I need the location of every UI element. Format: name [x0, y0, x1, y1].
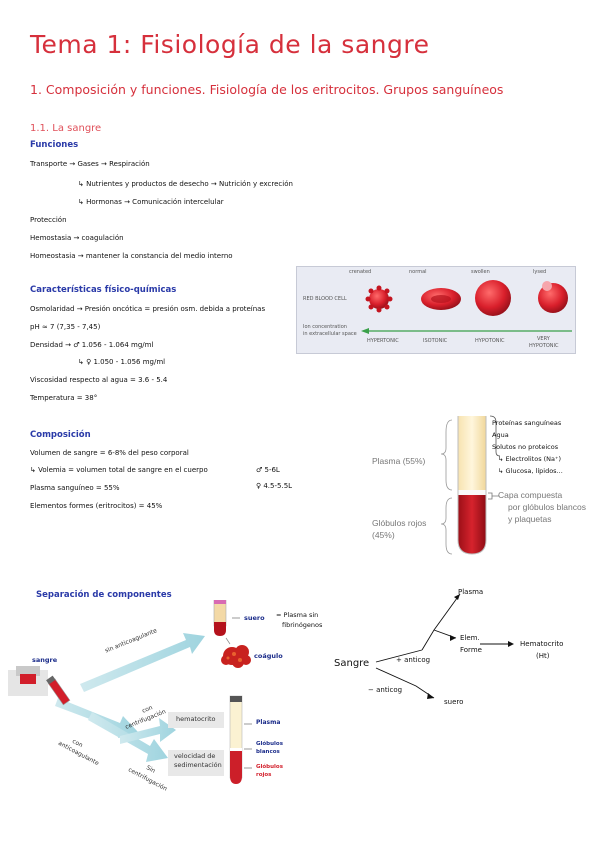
mindmap-hematocrito-2: (Ht)	[536, 652, 550, 660]
suero-label: suero	[244, 614, 265, 622]
funcion-nutrientes: ↳ Nutrientes y productos de desecho → Nu…	[78, 180, 293, 188]
tube-globulos-blancos-1: Glóbulos	[256, 741, 283, 747]
plasma-note-proteinas: Proteínas sanguíneas	[492, 419, 562, 427]
tonicity-very: VERY	[537, 336, 550, 342]
funcion-proteccion: Protección	[30, 216, 67, 224]
buffy-coat-label-1: Capa compuesta	[498, 490, 563, 500]
sangre-label: sangre	[32, 656, 58, 664]
buffy-coat-label-2: por glóbulos blancos	[508, 502, 586, 512]
comp-volemia: ↳ Volemia = volumen total de sangre en e…	[30, 466, 208, 474]
rbc-state-lysed: lysed	[533, 269, 547, 275]
rbc-tonicity-figure: crenated normal swollen lysed RED BLOOD …	[296, 266, 576, 354]
tube-globulos-blancos-2: blancos	[256, 749, 280, 755]
caract-temperatura: Temperatura = 38°	[30, 394, 98, 402]
separacion-heading: Separación de componentes	[36, 590, 172, 600]
suero-note-2: fibrinógenos	[282, 621, 323, 629]
tube-globulos-rojos-1: Glóbulos	[256, 764, 283, 770]
plasma-note-solutos: Solutos no proteicos	[492, 443, 559, 451]
suero-note-1: = Plasma sin	[276, 611, 319, 619]
comp-elementos: Elementos formes (eritrocitos) = 45%	[30, 502, 163, 510]
funcion-hemostasia: Hemostasia → coagulación	[30, 234, 124, 242]
coagulo-label: coágulo	[254, 652, 283, 660]
composicion-heading: Composición	[30, 430, 91, 440]
mindmap-plasma: Plasma	[458, 588, 484, 596]
mindmap-minus-anticog: − anticog	[368, 686, 403, 694]
tonicity-hypertonic: HYPERTONIC	[367, 338, 399, 344]
rbc-axis-label-1: Ion concentration	[303, 324, 347, 330]
plasma-note-electrolitos: ↳ Electrolitos (Na⁺)	[498, 455, 561, 463]
caract-densidad-female: ↳ ♀ 1.050 - 1.056 mg/ml	[78, 358, 166, 366]
tube-plasma-text: Plasma	[256, 719, 281, 726]
caract-ph: pH ≈ 7 (7,35 - 7,45)	[30, 323, 101, 331]
tube-cells-label-2: (45%)	[372, 530, 395, 540]
caracteristicas-heading: Características físico-químicas	[30, 285, 177, 295]
buffy-coat-label-3: y plaquetas	[508, 514, 552, 524]
tube-cells-label-1: Glóbulos rojos	[372, 518, 427, 528]
section-heading: 1.1. La sangre	[30, 123, 102, 134]
buffy-bracket-icon	[488, 492, 499, 500]
mindmap-elem-2: Forme	[460, 646, 482, 654]
mindmap-plus-anticog: + anticog	[396, 656, 431, 664]
rbc-cells-illustration	[361, 280, 572, 334]
mindmap-lines	[375, 593, 514, 699]
mindmap-suero: suero	[444, 698, 464, 706]
tonicity-very-hypotonic: HYPOTONIC	[529, 343, 559, 349]
funcion-homeostasia: Homeostasia → mantener la constancia del…	[30, 252, 233, 260]
rbc-row-label: RED BLOOD CELL	[303, 296, 347, 302]
funciones-heading: Funciones	[30, 140, 79, 150]
rbc-state-swollen: swollen	[471, 269, 490, 275]
comp-volemia-male: ♂ 5-6L	[256, 466, 280, 474]
page-subtitle: 1. Composición y funciones. Fisiología d…	[30, 82, 504, 97]
mindmap-hematocrito-1: Hematocrito	[520, 640, 564, 648]
separation-diagram	[8, 600, 252, 784]
funcion-transporte: Transporte → Gases → Respiración	[30, 160, 150, 168]
tube-plasma-label: Plasma (55%)	[372, 456, 426, 466]
comp-volemia-female: ♀ 4.5-5.5L	[256, 482, 293, 490]
hematocrito-box-label: hematocrito	[176, 715, 216, 723]
rbc-state-normal: normal	[409, 269, 427, 275]
caract-viscosidad: Viscosidad respecto al agua = 3.6 - 5.4	[30, 376, 168, 384]
comp-plasma: Plasma sanguíneo = 55%	[30, 484, 120, 492]
velocidad-label-1: velocidad de	[174, 752, 216, 760]
plasma-note-agua: Agua	[492, 431, 509, 439]
blood-tube-illustration	[440, 415, 500, 555]
rbc-axis-label-2: in extracellular space	[303, 331, 357, 337]
funcion-hormonas: ↳ Hormonas → Comunicación intercelular	[78, 198, 224, 206]
plasma-note-glucosa: ↳ Glucosa, lípidos...	[498, 467, 563, 475]
rbc-state-crenated: crenated	[349, 269, 372, 275]
tonicity-hypotonic: HYPOTONIC	[475, 338, 505, 344]
tonicity-isotonic: ISOTONIC	[423, 338, 448, 344]
comp-volumen: Volumen de sangre = 6-8% del peso corpor…	[30, 449, 189, 457]
mindmap-root: Sangre	[334, 658, 370, 669]
caract-densidad-male: Densidad → ♂ 1.056 - 1.064 mg/ml	[30, 341, 154, 349]
tube-globulos-rojos-2: rojos	[256, 772, 272, 778]
velocidad-label-2: sedimentación	[174, 761, 222, 769]
mindmap-elem-1: Elem.	[460, 634, 480, 642]
caract-osmolaridad: Osmolaridad → Presión oncótica = presión…	[30, 305, 266, 313]
page-title: Tema 1: Fisiología de la sangre	[30, 30, 430, 59]
